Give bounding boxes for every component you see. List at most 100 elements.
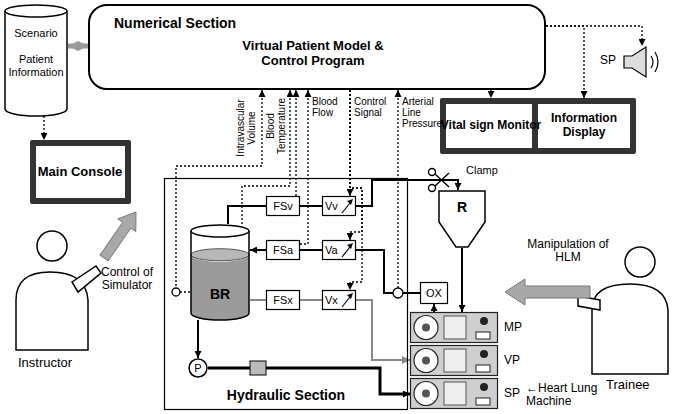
connector (295, 90, 296, 196)
node-label: Hydraulic Section (227, 387, 345, 403)
text-slot: Manipulation of HLM (522, 238, 614, 264)
text-slot: MP (504, 312, 530, 343)
database-cylinder: ScenarioPatient Information (4, 4, 68, 116)
roller-pump: MP (410, 312, 498, 343)
speaker-icon-outline (622, 46, 662, 78)
trainee-head (625, 247, 655, 277)
text-slot: FSa (266, 240, 300, 260)
connector (461, 248, 463, 312)
instructor-figure (16, 231, 101, 350)
connector (300, 205, 322, 207)
connector (68, 44, 88, 49)
node-label: Vv (325, 200, 338, 213)
roller-pump-outline (410, 378, 498, 409)
volume-sensor (172, 288, 180, 296)
text-slot: Blood Flow (312, 96, 346, 118)
connector (356, 250, 420, 293)
text-slot: Blood Temperature (265, 95, 287, 157)
annotation-label: Manipulation of HLM (522, 238, 614, 264)
speaker-icon: SP (622, 46, 662, 78)
node-label: FSa (273, 244, 293, 257)
text-slot: Scenario (4, 24, 68, 42)
node-label: MP (504, 321, 522, 335)
instructor-head (37, 231, 67, 261)
connector (250, 249, 266, 251)
reservoir-cylinder: BR (190, 224, 250, 320)
control-arrow (100, 212, 136, 261)
console-box: Main Console (30, 140, 131, 204)
text-slot: Intravascular Volume (235, 96, 257, 160)
monitor-box: Vital sign Monitor (440, 98, 542, 154)
roller-pump: SP (410, 378, 498, 409)
reservoir-funnel: R (438, 190, 486, 248)
node-label: SP (600, 54, 616, 68)
connector (490, 90, 491, 98)
text-slot: Control of Simulator (94, 266, 160, 292)
node-label: BR (210, 286, 230, 302)
node-label: Numerical Section (114, 15, 236, 31)
text-slot: FSv (266, 196, 300, 216)
node-label: Information Display (532, 112, 636, 140)
node-label: Vx (325, 294, 338, 307)
text-slot: Numerical Section (114, 12, 274, 34)
text-slot: P (188, 358, 208, 378)
annotation-label: Trainee (606, 378, 666, 392)
annotation-label: Intravascular Volume (235, 96, 257, 160)
node-label: P (194, 362, 201, 375)
text-slot: ←Heart Lung Machine (526, 382, 606, 408)
annotation-label: Arterial Line Pressure (402, 96, 446, 129)
text-slot: Vx (325, 290, 345, 310)
pressure-signal-line (397, 90, 398, 288)
annotation-label: Control of Simulator (94, 266, 160, 292)
node-label: FSx (273, 294, 293, 307)
annotation-label: Control Signal (354, 96, 394, 118)
connector (250, 299, 266, 301)
text-slot: R (438, 196, 486, 218)
trainee-body (592, 284, 668, 374)
monitor-box: Information Display (532, 98, 636, 154)
node-label: Patient Information (4, 53, 68, 78)
node-label: VP (504, 354, 520, 368)
text-slot: Arterial Line Pressure (402, 96, 446, 129)
text-slot: Trainee (606, 378, 666, 392)
node-label: Scenario (14, 27, 57, 40)
connector (300, 249, 322, 251)
flow-sensor-box: FSx (266, 290, 300, 310)
text-slot: VP (504, 345, 530, 376)
annotation-label: Blood Temperature (265, 95, 287, 157)
node-label: FSv (273, 200, 293, 213)
connector (300, 90, 308, 244)
text-slot: Hydraulic Section (164, 384, 408, 406)
valve-box: Vx (322, 290, 356, 310)
pressure-sensor (393, 288, 403, 298)
node-label: OX (426, 287, 442, 300)
node-label: Vital sign Monitor (441, 119, 541, 133)
text-slot: Patient Information (4, 48, 68, 84)
connector (228, 206, 266, 224)
text-slot: SP (600, 52, 620, 70)
valve-box: Va (322, 240, 356, 260)
roller-pump: VP (410, 345, 498, 376)
text-slot: FSx (266, 290, 300, 310)
text-slot: BR (190, 282, 250, 306)
text-slot: Instructor (18, 356, 88, 370)
text-slot: Main Console (30, 140, 131, 204)
filter-symbol (250, 361, 266, 375)
valve-box: Vv (322, 196, 356, 216)
reservoir-cylinder-outline (190, 224, 250, 320)
node-label: R (457, 199, 467, 215)
instructor-arm (72, 266, 101, 292)
node-label: SP (504, 387, 520, 401)
connector (356, 300, 410, 360)
connector (546, 26, 584, 98)
pump-circle: P (188, 358, 208, 378)
text-slot: Virtual Patient Model & Control Program (228, 34, 398, 74)
connector (197, 320, 199, 358)
annotation-label: Clamp (466, 164, 506, 176)
connector (546, 26, 642, 46)
text-slot: Va (325, 240, 345, 260)
text-slot: Vv (325, 196, 345, 216)
connector (433, 304, 435, 312)
section-box: Hydraulic Section BR P FSvFSaFSx VvVaVx (164, 178, 408, 410)
